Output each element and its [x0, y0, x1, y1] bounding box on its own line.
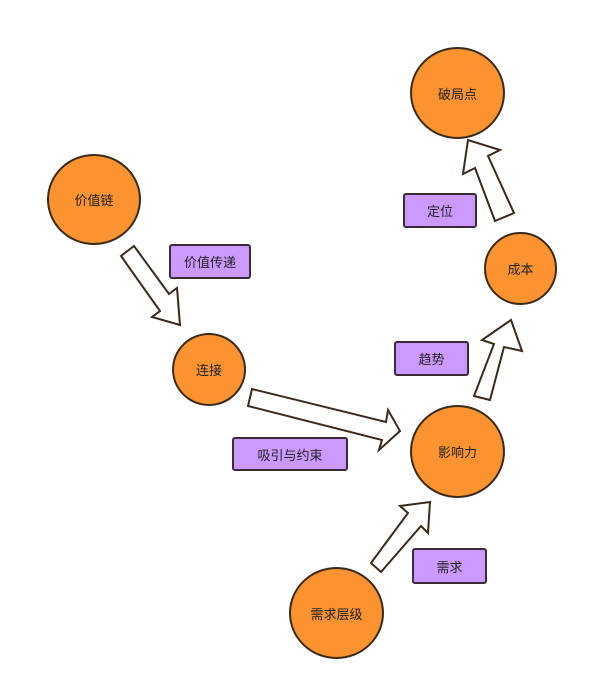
label-trend: 趋势 [394, 341, 469, 376]
arrow-demand-to-influence [369, 500, 432, 574]
node-influence: 影响力 [410, 405, 505, 498]
node-cost: 成本 [484, 232, 557, 305]
arrow-connection-to-influence [246, 387, 402, 454]
label-demand: 需求 [412, 548, 487, 584]
node-breakthrough: 破局点 [410, 47, 505, 139]
node-connection: 连接 [172, 333, 246, 406]
label-value-transfer: 价值传递 [169, 244, 251, 279]
label-positioning: 定位 [403, 193, 477, 228]
node-demand-levels: 需求层级 [289, 567, 384, 659]
node-value-chain: 价值链 [47, 154, 141, 245]
arrow-influence-to-cost [472, 318, 524, 402]
label-attract-constrain: 吸引与约束 [232, 437, 348, 471]
arrow-cost-to-breakthrough [461, 138, 516, 223]
arrow-value-chain-to-connection [119, 244, 182, 327]
